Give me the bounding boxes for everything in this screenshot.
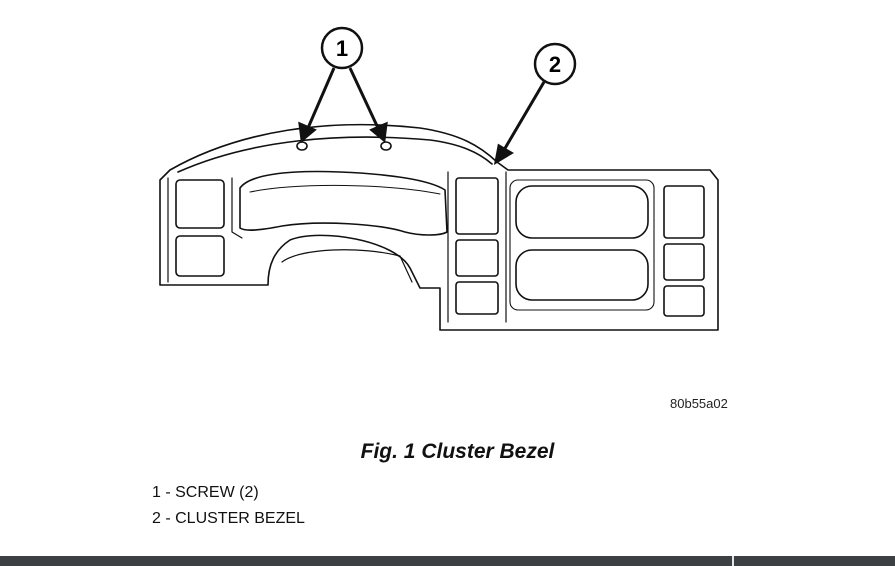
callout-1-label: 1 xyxy=(336,36,348,61)
cluster-bezel-diagram: 1 2 xyxy=(159,26,719,331)
left-panel-lower xyxy=(175,235,225,277)
center-panel-upper xyxy=(455,177,499,235)
callout-2: 2 xyxy=(493,42,577,166)
legend: 1 - SCREW (2) 2 - CLUSTER BEZEL xyxy=(152,480,305,532)
right-panel-lower xyxy=(663,285,705,317)
left-panel-upper xyxy=(175,179,225,229)
bottom-bar-divider xyxy=(732,556,734,566)
cluster-opening xyxy=(239,170,448,236)
legend-item-cluster-bezel: 2 - CLUSTER BEZEL xyxy=(152,510,305,527)
right-panel-upper xyxy=(663,185,705,239)
callout-1: 1 xyxy=(298,26,388,143)
bezel-top-ridge xyxy=(177,136,493,173)
radio-opening-upper xyxy=(515,185,649,239)
figure-code: 80b55a02 xyxy=(670,396,728,411)
center-panel-lower xyxy=(455,281,499,315)
bottom-bar xyxy=(0,556,895,566)
legend-item-screw: 1 - SCREW (2) xyxy=(152,484,259,501)
radio-opening-lower xyxy=(515,249,649,301)
screw-hole-right xyxy=(380,141,392,151)
callout-2-label: 2 xyxy=(549,52,561,77)
right-panel-middle xyxy=(663,243,705,281)
screw-hole-left xyxy=(296,141,308,151)
figure-caption: Fig. 1 Cluster Bezel xyxy=(360,440,555,463)
center-panel-middle xyxy=(455,239,499,277)
